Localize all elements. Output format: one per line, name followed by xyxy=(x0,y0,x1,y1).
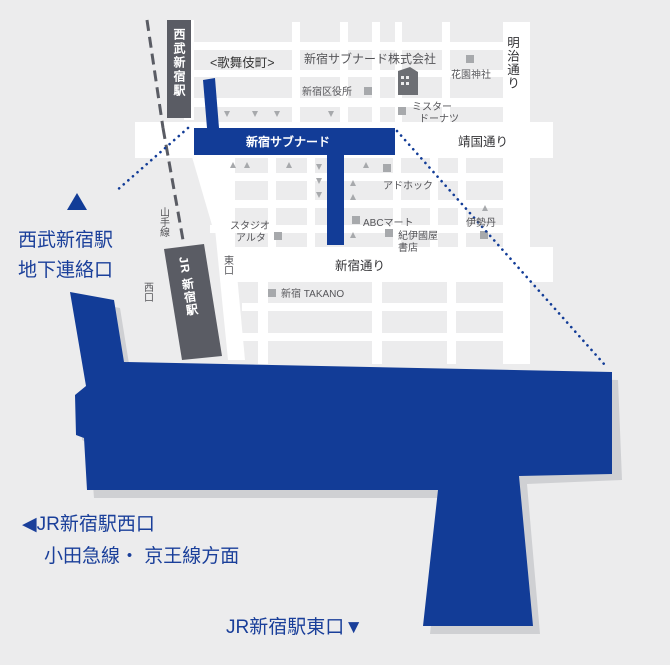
exit-labels: 西武新宿駅 地下連絡口 ◀JR新宿駅西口 小田急線・ 京王線方面 JR新宿駅東口… xyxy=(18,193,363,638)
railway-tracks xyxy=(145,19,185,241)
kabukicho-label: <歌舞伎町> xyxy=(210,55,275,70)
mister-donut-label-1: ミスター xyxy=(412,101,452,113)
jr-station: JR 新宿駅 xyxy=(164,244,222,360)
seibu-station-label: 西武新宿駅 xyxy=(172,28,186,98)
studio-alta-label-1: スタジオ xyxy=(230,220,270,232)
shinjuku-dori-label: 新宿通り xyxy=(335,258,385,273)
seibu-station: 西武新宿駅 xyxy=(167,20,191,118)
jr-west-lines-label: 小田急線・ 京王線方面 xyxy=(44,545,239,567)
studio-alta-label-2: アルタ xyxy=(236,232,266,244)
jr-east-label: JR新宿駅東口▼ xyxy=(226,616,363,638)
arcade-spur-south xyxy=(327,155,344,245)
seibu-connection-label-1: 西武新宿駅 xyxy=(18,229,113,251)
abc-mart-label: ABCマート xyxy=(363,218,414,229)
kinokuniya-label-2: 書店 xyxy=(398,241,418,254)
west-exit-label: 西口 xyxy=(142,282,154,302)
passage-body xyxy=(70,292,612,626)
street-shinjuku xyxy=(222,247,553,282)
street-meiji xyxy=(503,22,530,364)
isetan-label: 伊勢丹 xyxy=(466,216,496,229)
east-exit-label: 東口 xyxy=(222,254,234,275)
arcade-spur-seibu xyxy=(203,78,219,128)
arcade-horizontal xyxy=(194,128,395,155)
subnade-passage xyxy=(70,78,622,634)
subnade-company-label: 新宿サブナード株式会社 xyxy=(304,51,436,66)
subnade-label: 新宿サブナード xyxy=(246,134,330,149)
yamanote-label: 山手線 xyxy=(158,207,170,237)
seibu-connection-label-2: 地下連絡口 xyxy=(18,259,113,281)
exit-triangles xyxy=(224,111,488,238)
landmark-markers xyxy=(268,55,488,297)
street-grid xyxy=(135,20,553,364)
up-arrow-icon xyxy=(67,193,87,210)
map-labels: 新宿サブナード <歌舞伎町> 靖国通り 新宿通り 明治通り 山手線 西口 東口 … xyxy=(142,36,520,302)
hanazono-label: 花園神社 xyxy=(451,68,491,81)
kinokuniya-label-1: 紀伊國屋 xyxy=(398,229,438,242)
mister-donut-label-2: ドーナツ xyxy=(419,113,459,125)
yasukuni-label: 靖国通り xyxy=(458,135,508,149)
don-quijote-label: アドホック xyxy=(383,180,433,192)
takano-label: 新宿 TAKANO xyxy=(281,287,344,300)
jr-west-label: ◀JR新宿駅西口 xyxy=(22,513,155,535)
meiji-label: 明治通り xyxy=(505,36,519,90)
ward-office-label: 新宿区役所 xyxy=(302,85,352,98)
guide-dotted-lines xyxy=(113,126,606,366)
